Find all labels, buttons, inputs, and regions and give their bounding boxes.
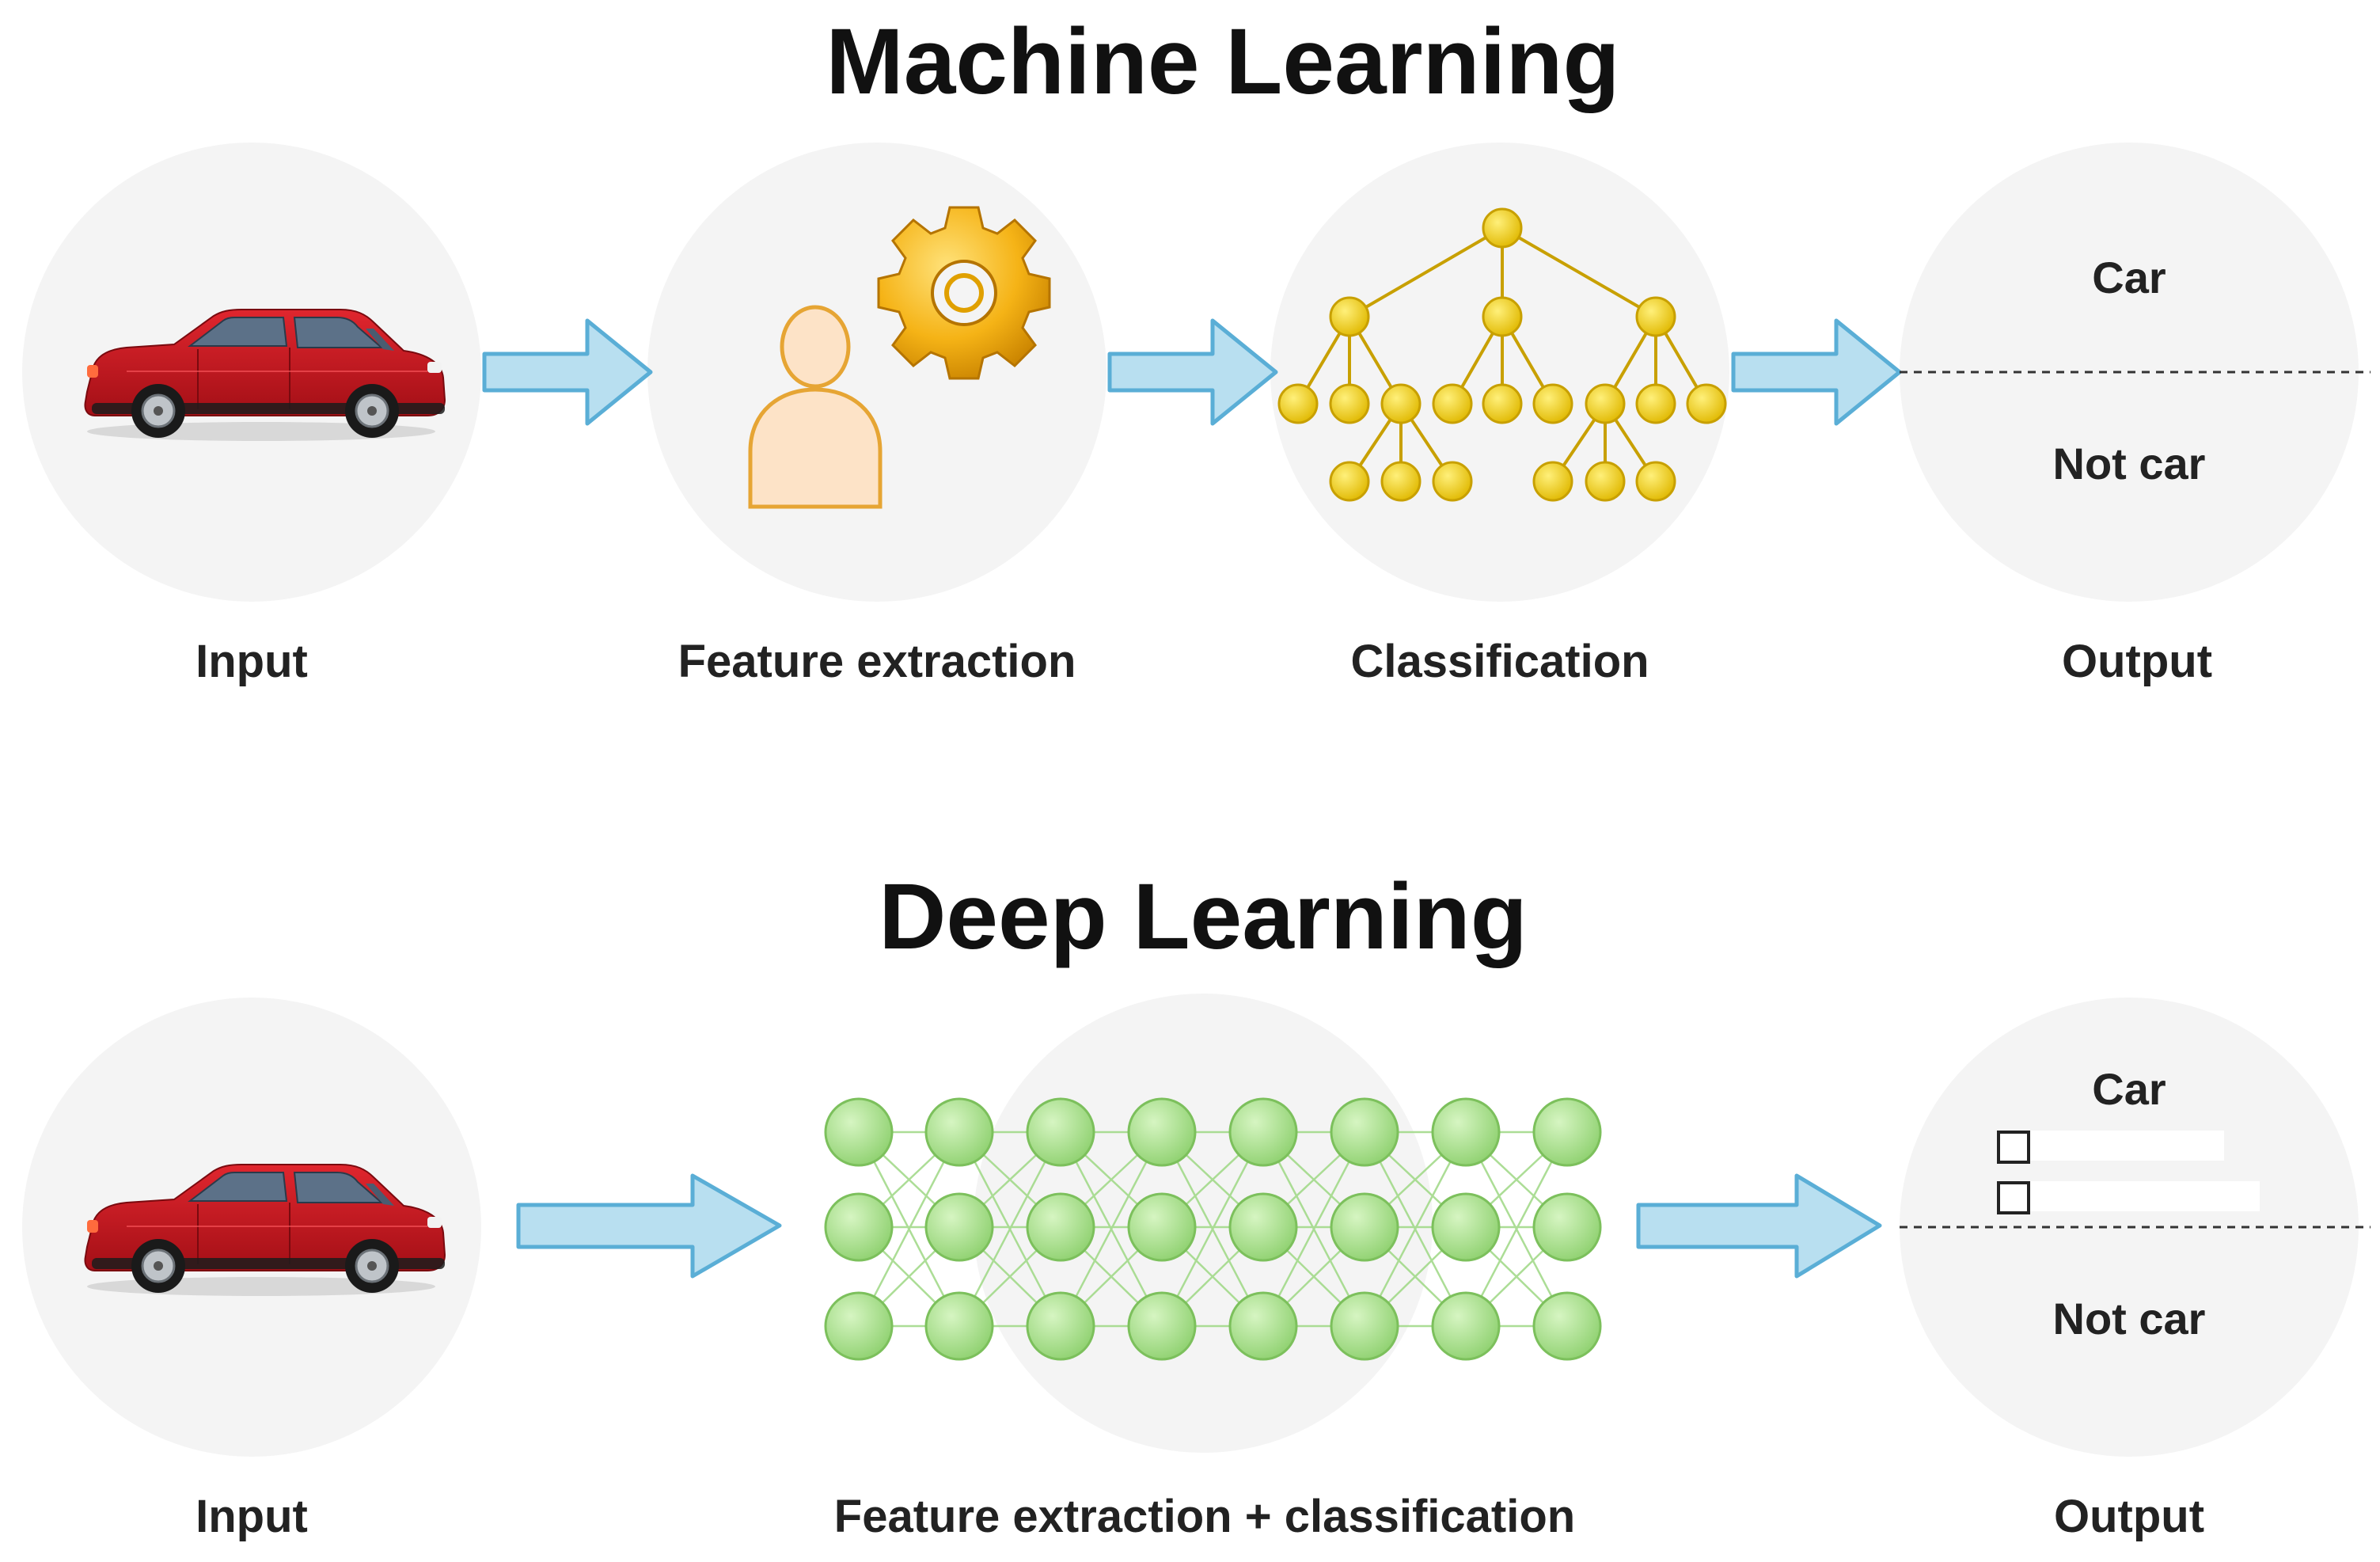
checkbox-icon <box>1997 1131 2030 1164</box>
ml-stage-input: Input <box>195 636 308 687</box>
right-arrow-icon <box>1110 321 1276 424</box>
dl-stage-output: Output <box>2054 1491 2204 1542</box>
decision-tree-nodes <box>1277 207 1727 502</box>
ml-output-notcar-label: Not car <box>2053 439 2206 488</box>
neural-network-nodes <box>824 1097 1602 1361</box>
person-icon <box>748 305 883 509</box>
dl-output-car-label: Car <box>2092 1064 2166 1114</box>
ml-stage-classification: Classification <box>1350 636 1649 687</box>
right-arrow-icon <box>1733 321 1900 424</box>
dl-stage-feature-extraction-classification: Feature extraction + classification <box>834 1491 1575 1542</box>
neural-network-icon <box>824 1097 1602 1361</box>
ml-stage-output: Output <box>2062 636 2212 687</box>
checkbox-icon <box>1997 1181 2030 1214</box>
ml-feature-circle <box>647 143 1106 602</box>
right-arrow-icon <box>484 321 651 424</box>
person-with-gear-icon <box>748 206 1051 509</box>
right-arrow-icon <box>516 1173 782 1279</box>
ml-title: Machine Learning <box>826 10 1619 114</box>
right-arrow-icon <box>1636 1173 1882 1279</box>
gear-icon <box>877 206 1051 380</box>
dl-title: Deep Learning <box>879 865 1528 969</box>
dl-output-notcar-label: Not car <box>2053 1294 2206 1343</box>
ml-stage-feature-extraction: Feature extraction <box>678 636 1076 687</box>
dl-output-bar-1 <box>2018 1131 2224 1161</box>
ml-output-car-label: Car <box>2092 253 2166 302</box>
dl-stage-input: Input <box>195 1491 308 1542</box>
dl-output-bar-2 <box>2018 1181 2260 1211</box>
